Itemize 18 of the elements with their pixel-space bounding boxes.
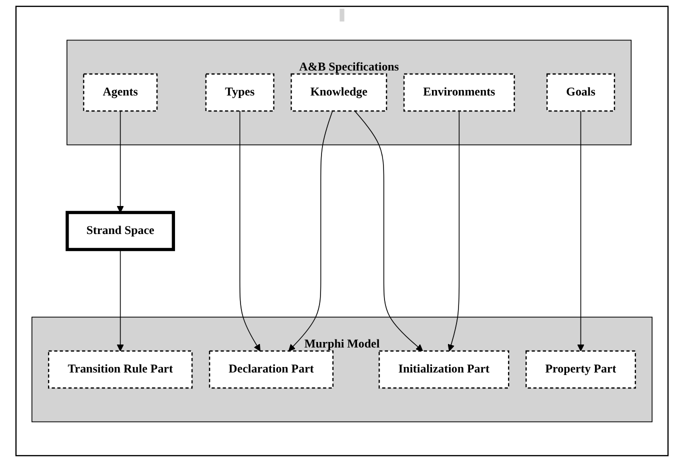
arrow [239,110,260,352]
arrow [354,110,423,352]
node-box: Goals [546,73,616,112]
arrow [116,249,124,352]
node-box: Knowledge [290,73,388,112]
node-box: Initialization Part [378,350,510,389]
node-box: Property Part [526,350,636,389]
node-box: Agents [83,73,158,112]
node-box: Declaration Part [208,350,334,389]
node-box: Environments [403,73,515,112]
cluster [15,6,669,456]
node-box: Strand Space [66,210,176,252]
arrow [288,110,333,352]
arrow [448,110,460,352]
arrow [577,110,584,352]
node-box: Types [205,73,274,112]
arrow [116,110,124,213]
node-box: Transition Rule Part [48,350,193,389]
